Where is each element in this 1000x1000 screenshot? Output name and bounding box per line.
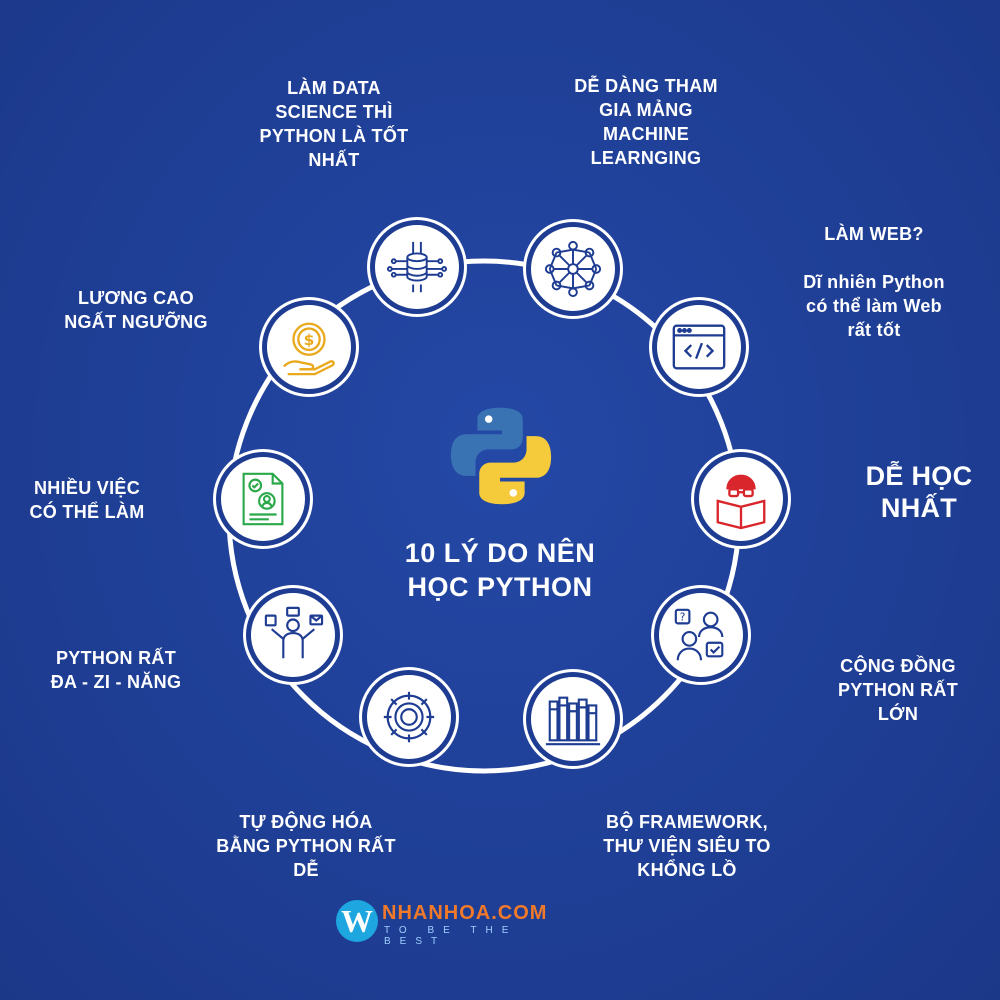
label-easy-learn: DỄ HỌC NHẤT — [865, 461, 973, 523]
community-question-icon: ? — [674, 608, 724, 661]
brand-tagline: TO BE THE BEST — [384, 925, 518, 947]
job-profile-icon — [242, 472, 284, 526]
label-data-science: LÀM DATA SCIENCE THÌ PYTHON LÀ TỐT NHẤT — [259, 78, 409, 170]
svg-text:?: ? — [680, 610, 686, 623]
brand-logo-letter: W — [336, 900, 378, 942]
node-easy-learn — [694, 452, 788, 546]
label-web: LÀM WEB? Dĩ nhiên Python có thể làm Web … — [803, 224, 945, 340]
label-jobs: NHIỀU VIỆC CÓ THỂ LÀM — [29, 478, 145, 522]
svg-text:$: $ — [304, 331, 315, 349]
reading-person-icon — [716, 474, 766, 530]
web-code-icon — [672, 324, 726, 370]
multitask-person-icon — [264, 606, 324, 659]
database-circuit-icon — [386, 241, 448, 293]
node-salary: $ — [262, 300, 356, 394]
library-books-icon — [545, 696, 601, 746]
node-data-science — [370, 220, 464, 314]
node-automation — [362, 670, 456, 764]
node-community: ? — [654, 588, 748, 682]
node-framework — [526, 672, 620, 766]
brand-name: NHANHOA.COM — [382, 902, 548, 924]
brand-logo: W NHANHOA.COM TO BE THE BEST — [336, 900, 576, 947]
python-logo-icon — [450, 407, 552, 505]
label-automation: TỰ ĐỘNG HÓA BẰNG PYTHON RẤT DỄ — [216, 812, 396, 880]
node-machine-learning — [526, 222, 620, 316]
label-versatile: PYTHON RẤT ĐA - ZI - NĂNG — [50, 648, 182, 692]
neural-network-icon — [544, 240, 602, 298]
gear-automation-icon — [383, 691, 435, 743]
label-community: CỘNG ĐỒNG PYTHON RẤT LỚN — [838, 656, 958, 724]
label-salary: LƯƠNG CAO NGẤT NGƯỠNG — [64, 288, 208, 332]
node-jobs — [216, 452, 310, 546]
label-framework: BỘ FRAMEWORK, THƯ VIỆN SIÊU TO KHỔNG LỒ — [603, 812, 771, 880]
infographic-title: 10 LÝ DO NÊN HỌC PYTHON — [404, 538, 596, 602]
node-versatile — [246, 588, 340, 682]
node-web — [652, 300, 746, 394]
label-machine-learning: DỄ DÀNG THAM GIA MẢNG MACHINE LEARNGING — [574, 76, 718, 168]
dollar-salary-icon: $ — [282, 322, 335, 376]
